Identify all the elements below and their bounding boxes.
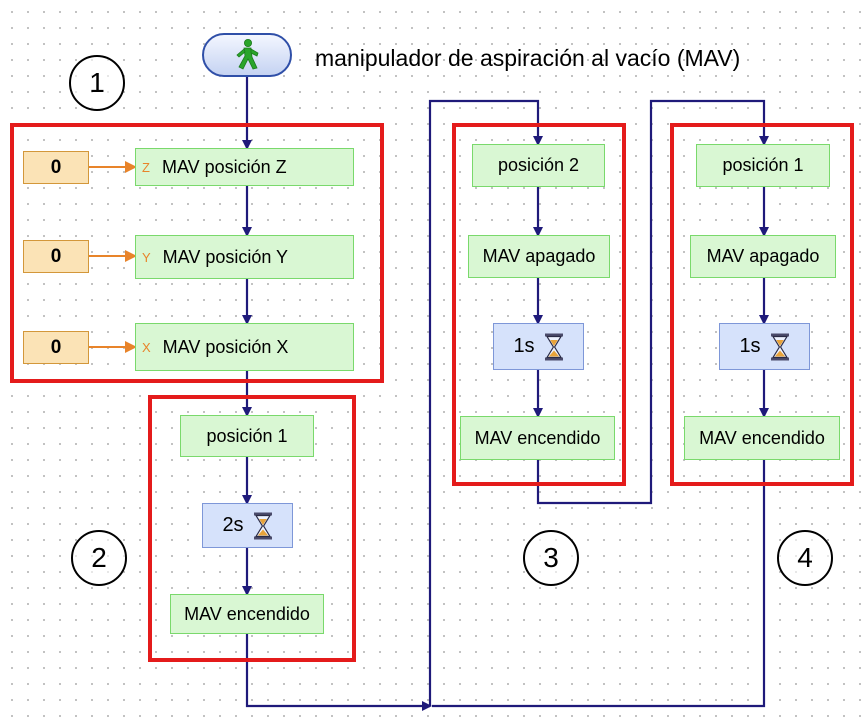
mav-position-y-block[interactable]: Y MAV posición Y — [135, 235, 354, 279]
g2-wait-block[interactable]: 2s — [202, 503, 293, 548]
wire-group2-to-bus — [245, 633, 432, 711]
start-node[interactable] — [202, 33, 292, 77]
const-x[interactable]: 0 — [23, 331, 89, 364]
walking-man-icon — [236, 39, 259, 70]
wire-group4-return — [432, 460, 766, 708]
g4-mav-on-block[interactable]: MAV encendido — [684, 416, 840, 460]
hourglass-icon — [253, 512, 272, 539]
wire-bus-to-group3 — [428, 99, 543, 706]
port-y-label: Y — [142, 249, 151, 265]
g3-wait-block[interactable]: 1s — [493, 323, 584, 370]
wait-time: 1s — [513, 335, 535, 357]
g4-mav-off-block[interactable]: MAV apagado — [690, 235, 836, 278]
wait-time: 2s — [222, 514, 244, 536]
block-label: MAV posición Y — [162, 246, 289, 267]
g3-mav-off-block[interactable]: MAV apagado — [468, 235, 610, 278]
block-label: MAV posición X — [162, 336, 289, 357]
group-4-frame — [670, 123, 854, 486]
hourglass-icon — [770, 333, 789, 360]
group-1-number: 1 — [69, 55, 125, 111]
group-2-frame — [148, 395, 356, 662]
port-z-label: Z — [142, 159, 150, 175]
diagram-title: manipulador de aspiración al vacío (MAV) — [315, 45, 741, 71]
g3-mav-on-block[interactable]: MAV encendido — [460, 416, 615, 460]
group-3-number: 3 — [523, 530, 579, 586]
mav-position-x-block[interactable]: X MAV posición X — [135, 323, 354, 371]
g4-wait-block[interactable]: 1s — [719, 323, 810, 370]
mav-position-z-block[interactable]: Z MAV posición Z — [135, 148, 354, 186]
g2-mav-on-block[interactable]: MAV encendido — [170, 594, 324, 634]
group-4-number: 4 — [777, 530, 833, 586]
wait-time: 1s — [739, 335, 761, 357]
port-x-label: X — [142, 339, 151, 355]
g3-position-block[interactable]: posición 2 — [472, 144, 605, 187]
wire-group3-to-group4 — [536, 99, 769, 505]
g4-position-block[interactable]: posición 1 — [696, 144, 830, 187]
hourglass-icon — [544, 333, 563, 360]
g2-position-block[interactable]: posición 1 — [180, 415, 314, 457]
group-1-frame — [10, 123, 384, 383]
group-3-frame — [452, 123, 626, 486]
block-label: MAV posición Z — [161, 156, 287, 177]
const-y[interactable]: 0 — [23, 240, 89, 273]
group-2-number: 2 — [71, 530, 127, 586]
const-z[interactable]: 0 — [23, 151, 89, 184]
